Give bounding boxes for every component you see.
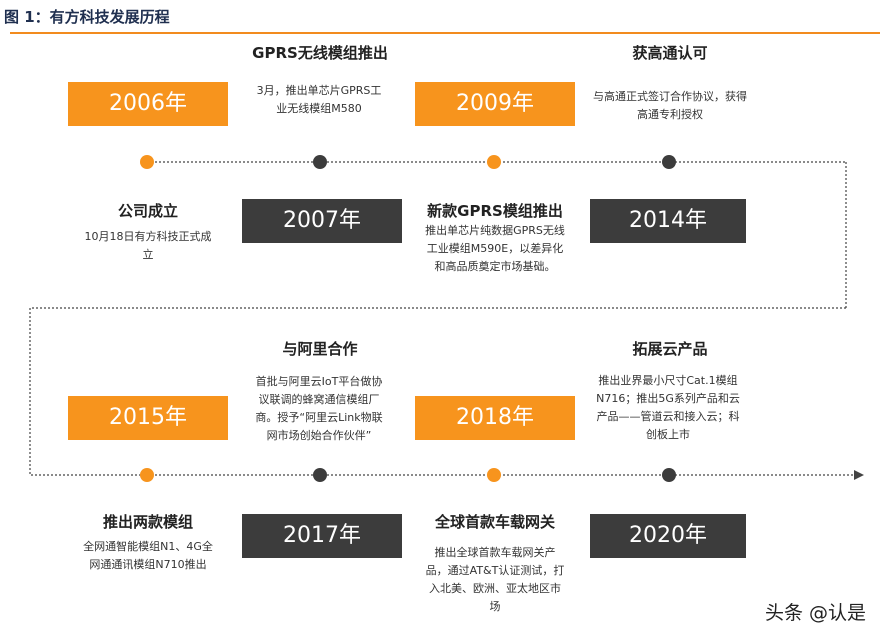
year-box-2006: 2006年 bbox=[68, 82, 228, 126]
timeline-connector-left bbox=[29, 308, 147, 476]
year-box-2009: 2009年 bbox=[415, 82, 575, 126]
event-desc-2015: 全网通智能模组N1、4G全网通通讯模组N710推出 bbox=[83, 540, 213, 571]
event-title-2006: 公司成立 bbox=[117, 202, 178, 220]
figure-title: 图 1：有方科技发展历程 bbox=[4, 8, 170, 26]
event-desc-2018: 推出全球首款车载网关产品，通过AT&T认证测试，打入北美、欧洲、亚太地区市场 bbox=[425, 546, 565, 613]
event-desc-2020: 推出业界最小尺寸Cat.1模组N716；推出5G系列产品和云产品——管道云和接入… bbox=[596, 374, 740, 441]
event-desc-2006: 10月18日有方科技正式成立 bbox=[84, 230, 212, 261]
timeline-dot-2015 bbox=[140, 468, 154, 482]
year-box-2014: 2014年 bbox=[590, 199, 746, 243]
event-desc-2017: 首批与阿里云IoT平台做协议联调的蜂窝通信模组厂商。授予“阿里云Link物联网市… bbox=[255, 375, 383, 442]
title-rule bbox=[10, 32, 880, 34]
year-box-2007: 2007年 bbox=[242, 199, 402, 243]
event-title-2014: 获高通认可 bbox=[632, 44, 708, 62]
event-title-2015: 推出两款模组 bbox=[102, 513, 193, 531]
event-desc-2007: 3月，推出单芯片GPRS工业无线模组M580 bbox=[256, 84, 382, 115]
timeline-dot-2017 bbox=[313, 468, 327, 482]
year-box-2020: 2020年 bbox=[590, 514, 746, 558]
event-title-2017: 与阿里合作 bbox=[282, 340, 358, 358]
timeline-dot-2009 bbox=[487, 155, 501, 169]
year-box-2018: 2018年 bbox=[415, 396, 575, 440]
watermark: 头条 @认是 bbox=[764, 602, 866, 624]
timeline-dot-2006 bbox=[140, 155, 154, 169]
year-box-2017: 2017年 bbox=[242, 514, 402, 558]
timeline-dot-2007 bbox=[313, 155, 327, 169]
event-desc-2014: 与高通正式签订合作协议，获得高通专利授权 bbox=[593, 90, 747, 121]
event-desc-2009: 推出单芯片纯数据GPRS无线工业模组M590E，以差异化和高品质奠定市场基础。 bbox=[425, 224, 565, 273]
timeline-dot-2020 bbox=[662, 468, 676, 482]
event-title-2007: GPRS无线模组推出 bbox=[252, 44, 388, 62]
event-title-2018: 全球首款车载网关 bbox=[434, 513, 555, 531]
event-title-2009: 新款GPRS模组推出 bbox=[427, 202, 563, 220]
event-title-2020: 拓展云产品 bbox=[632, 340, 708, 358]
timeline-dot-2014 bbox=[662, 155, 676, 169]
timeline-dot-2018 bbox=[487, 468, 501, 482]
year-box-2015: 2015年 bbox=[68, 396, 228, 440]
timeline-arrow-icon bbox=[854, 470, 864, 480]
